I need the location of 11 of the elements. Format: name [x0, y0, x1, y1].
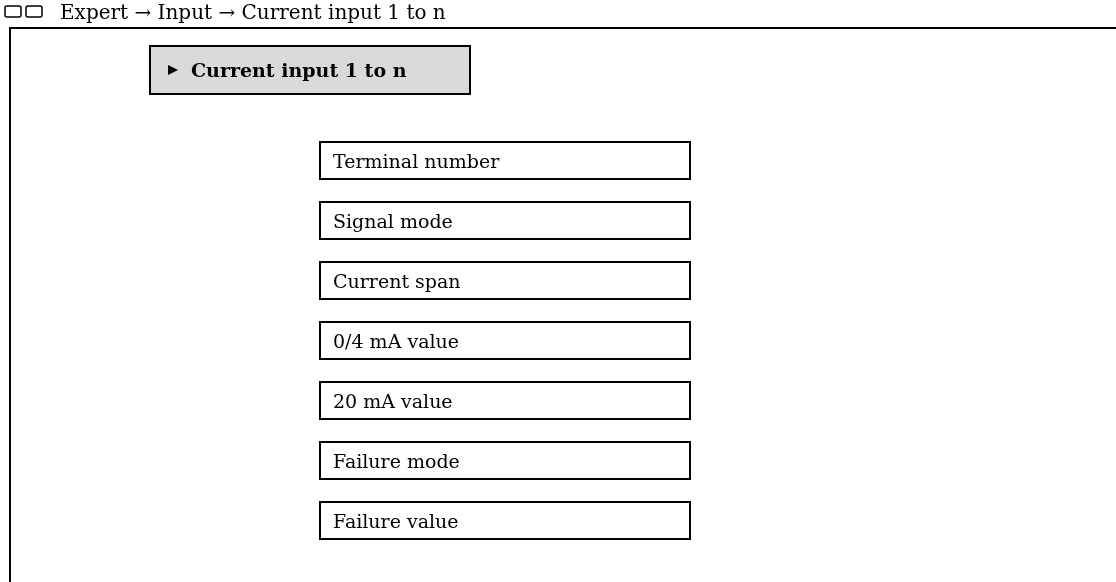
parameter-box: 0/4 mA value — [319, 321, 691, 360]
parameter-box: Terminal number — [319, 141, 691, 180]
menu-frame — [9, 27, 1116, 582]
parameter-box: Current span — [319, 261, 691, 300]
submenu-box — [149, 45, 471, 95]
parameter-box: 20 mA value — [319, 381, 691, 420]
parameter-box: Failure mode — [319, 441, 691, 480]
submenu-label: Current input 1 to n — [191, 59, 407, 81]
menu-path-heading: Expert → Input → Current input 1 to n — [60, 1, 446, 23]
parameter-box: Signal mode — [319, 201, 691, 240]
parameter-box: Failure value — [319, 501, 691, 540]
